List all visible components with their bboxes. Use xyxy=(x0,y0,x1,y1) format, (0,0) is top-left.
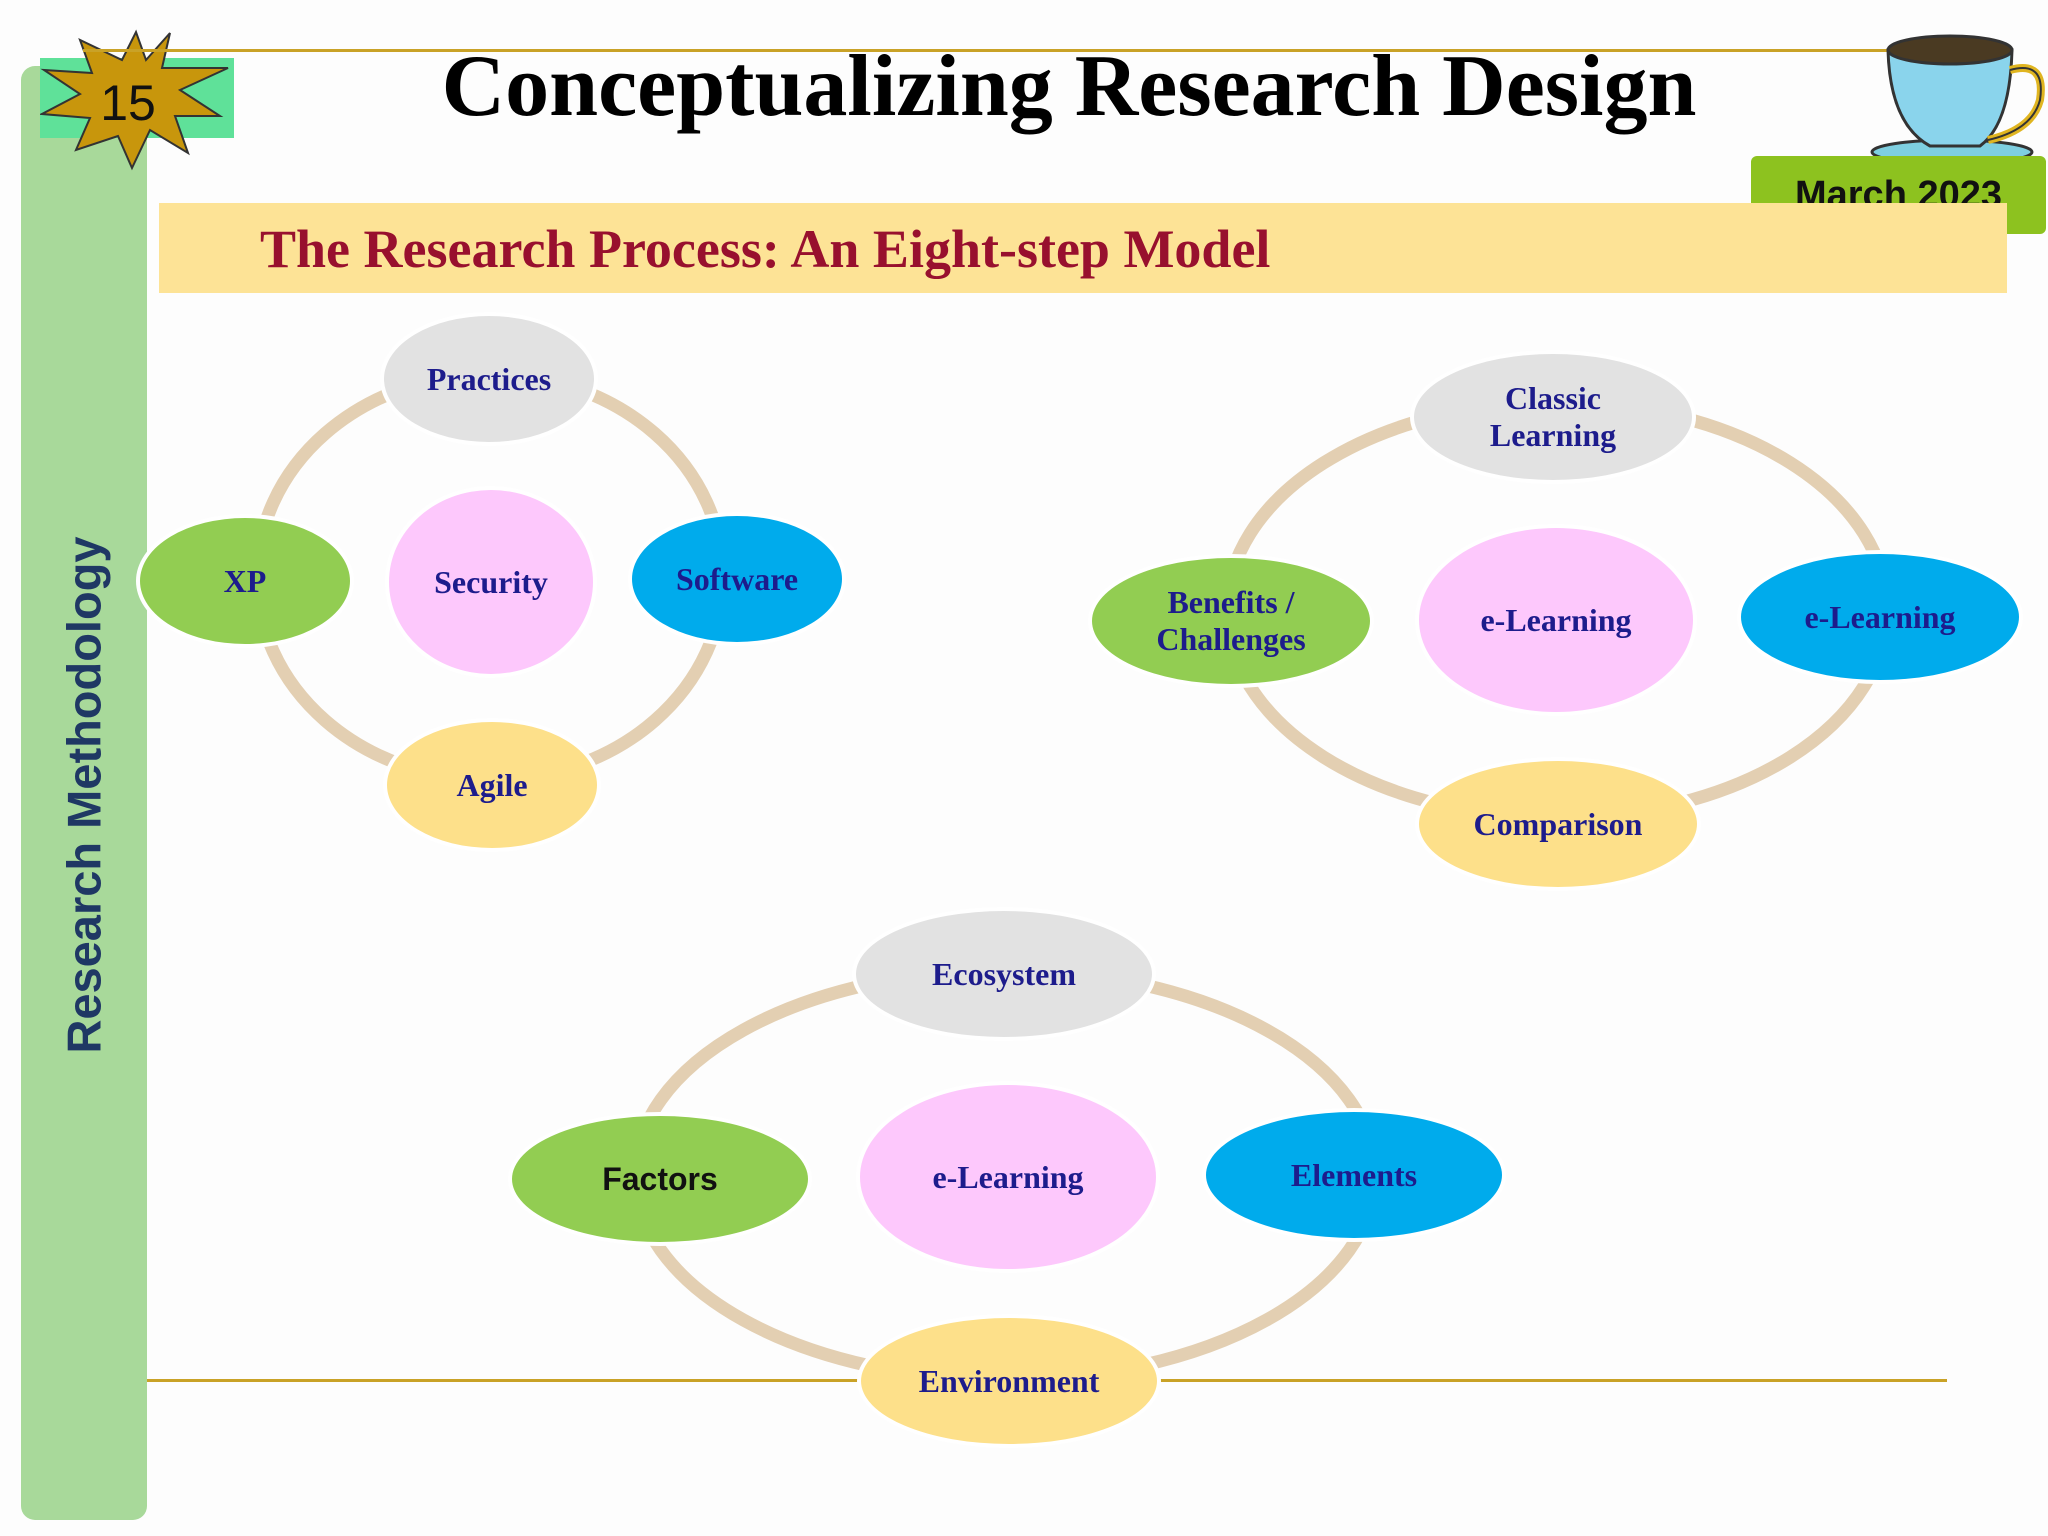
subtitle-band xyxy=(159,203,2007,293)
node-elements: Elements xyxy=(1202,1108,1506,1242)
node-comparison: Comparison xyxy=(1415,757,1701,891)
teacup-icon xyxy=(1870,34,2045,164)
node-ecosystem: Ecosystem xyxy=(852,907,1156,1041)
node-e-learning-right: e-Learning xyxy=(1737,550,2023,684)
subtitle: The Research Process: An Eight-step Mode… xyxy=(260,219,1271,279)
node-xp: XP xyxy=(136,514,354,648)
top-rule xyxy=(83,49,1983,52)
starburst-icon: 15 xyxy=(40,29,229,171)
node-security: Security xyxy=(385,486,597,678)
node-benefits-challenges: Benefits / Challenges xyxy=(1088,554,1374,688)
slide-number: 15 xyxy=(100,75,156,131)
node-agile: Agile xyxy=(383,718,601,852)
node-e-learning-bottom-center: e-Learning xyxy=(856,1081,1160,1273)
sidebar-band xyxy=(21,66,147,1520)
node-practices: Practices xyxy=(380,312,598,446)
node-software: Software xyxy=(628,512,846,646)
page-title: Conceptualizing Research Design xyxy=(441,38,1697,135)
node-classic-learning: Classic Learning xyxy=(1410,350,1696,484)
node-e-learning-center: e-Learning xyxy=(1415,524,1697,716)
node-environment: Environment xyxy=(857,1314,1161,1448)
node-factors: Factors xyxy=(508,1112,812,1246)
